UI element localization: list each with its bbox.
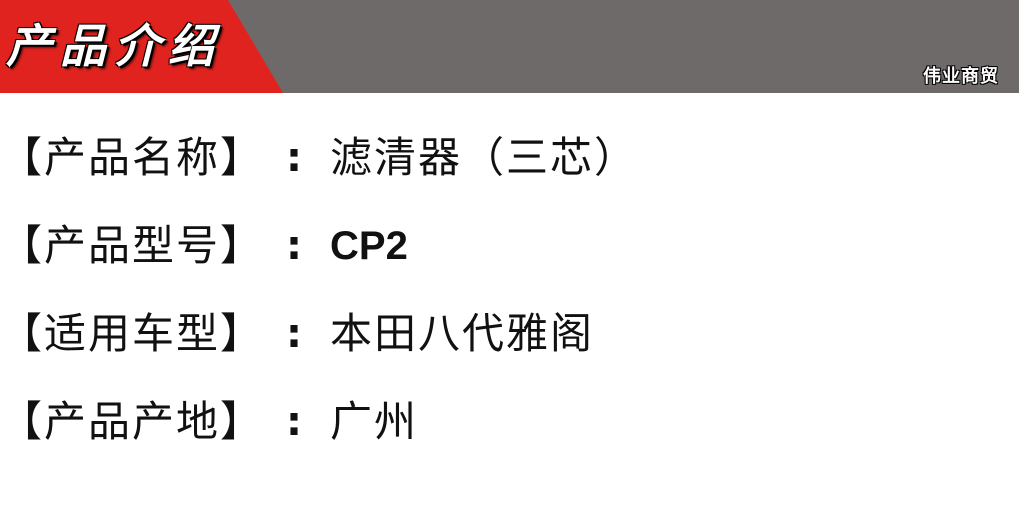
spec-value: 本田八代雅阁 <box>330 309 595 358</box>
spec-row-name: 【产品名称】 : 滤清器（三芯） <box>0 128 1019 216</box>
spec-label: 【产品产地】 <box>0 397 265 446</box>
spec-colon: : <box>286 311 303 357</box>
spec-row-vehicle: 【适用车型】 : 本田八代雅阁 <box>0 304 1019 392</box>
spec-label: 【产品型号】 <box>0 221 265 270</box>
spec-value: 滤清器（三芯） <box>330 133 639 182</box>
spec-colon: : <box>286 223 303 269</box>
spec-colon: : <box>286 135 303 181</box>
spec-label: 【产品名称】 <box>0 133 265 182</box>
spec-list: 【产品名称】 : 滤清器（三芯） 【产品型号】 : CP2 【适用车型】 : 本… <box>0 128 1019 480</box>
header-banner: 产品介绍 伟业商贸 <box>0 0 1019 93</box>
spec-row-origin: 【产品产地】 : 广州 <box>0 392 1019 480</box>
page-title: 产品介绍 <box>6 19 222 73</box>
spec-colon: : <box>286 399 303 445</box>
spec-row-model: 【产品型号】 : CP2 <box>0 216 1019 304</box>
spec-value: 广州 <box>330 397 419 446</box>
spec-label: 【适用车型】 <box>0 309 265 358</box>
brand-logo-text: 伟业商贸 <box>923 66 999 87</box>
header-red-block <box>0 0 283 93</box>
spec-value: CP2 <box>330 224 408 268</box>
